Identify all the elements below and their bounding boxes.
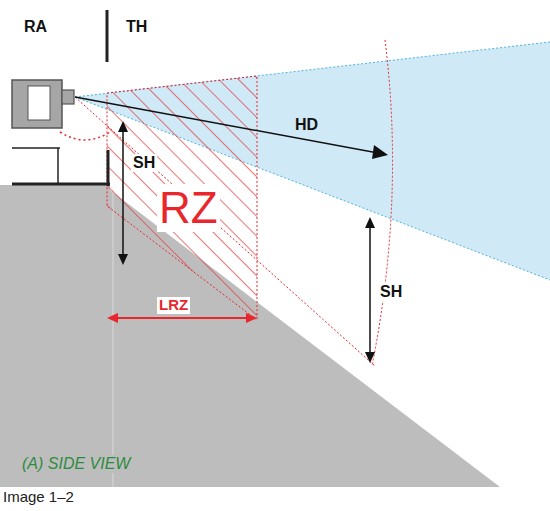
dimension-label: SH	[378, 283, 404, 301]
dimension-label: LRZ	[157, 297, 190, 314]
caption: Image 1–2	[3, 489, 74, 506]
area-label: RA	[22, 18, 49, 36]
dimension-label: SH	[131, 154, 157, 172]
view-label: (A) SIDE VIEW	[20, 455, 132, 473]
area-label: TH	[124, 18, 149, 36]
restricted-zone	[107, 76, 257, 320]
zone-label: RZ	[157, 184, 220, 232]
dimension-label: HD	[293, 116, 320, 134]
projector	[12, 80, 62, 128]
